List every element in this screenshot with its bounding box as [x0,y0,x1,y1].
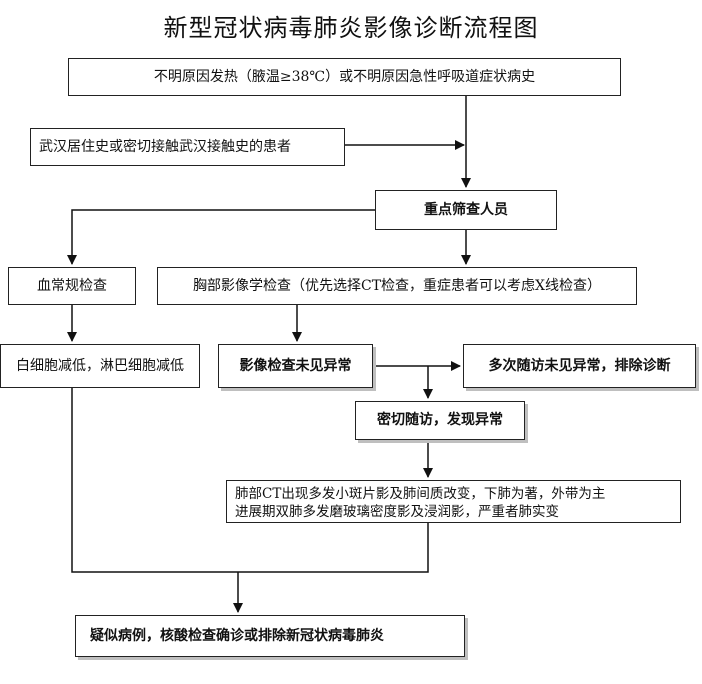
ct-findings-box: 肺部CT出现多发小斑片影及肺间质改变，下肺为著，外带为主 进展期双肺多发磨玻璃密… [226,480,681,523]
suspected-case-text: 疑似病例，核酸检查确诊或排除新冠状病毒肺炎 [90,627,384,644]
chest-imaging-box: 胸部影像学检查（优先选择CT检查，重症患者可以考虑X线检查） [157,267,637,305]
wuhan-contact-box: 武汉居住史或密切接触武汉接触史的患者 [30,128,345,166]
chest-imaging-text: 胸部影像学检查（优先选择CT检查，重症患者可以考虑X线检查） [192,277,601,294]
low-count-text: 白细胞减低，淋巴细胞减低 [16,357,184,374]
suspected-case-box: 疑似病例，核酸检查确诊或排除新冠状病毒肺炎 [75,615,465,657]
close-followup-box: 密切随访，发现异常 [355,401,525,440]
arrow-screening-to-blood [67,209,375,265]
line-lowcount-to-join [71,388,238,573]
ct-findings-line1: 肺部CT出现多发小斑片影及肺间质改变，下肺为著，外带为主 [235,486,606,502]
line-ct-to-join [238,523,429,573]
exclude-diagnosis-text: 多次随访未见异常，排除诊断 [488,357,671,374]
imaging-normal-text: 影像检查未见异常 [239,357,352,374]
blood-test-text: 血常规检查 [37,277,107,294]
blood-test-box: 血常规检查 [8,267,136,305]
page-title: 新型冠状病毒肺炎影像诊断流程图 [163,14,539,42]
fever-history-text: 不明原因发热（腋温≥38℃）或不明原因急性呼吸道症状病史 [153,68,536,85]
priority-screening-text: 重点筛查人员 [424,201,508,218]
imaging-normal-box: 影像检查未见异常 [218,344,373,388]
fever-history-box: 不明原因发热（腋温≥38℃）或不明原因急性呼吸道症状病史 [68,58,621,96]
ct-findings-line2: 进展期双肺多发磨玻璃密度影及浸润影，严重者肺实变 [235,504,559,521]
exclude-diagnosis-box: 多次随访未见异常，排除诊断 [463,344,696,388]
priority-screening-box: 重点筛查人员 [375,190,557,230]
close-followup-text: 密切随访，发现异常 [377,412,503,429]
low-count-box: 白细胞减低，淋巴细胞减低 [0,344,200,388]
wuhan-contact-text: 武汉居住史或密切接触武汉接触史的患者 [39,138,291,155]
